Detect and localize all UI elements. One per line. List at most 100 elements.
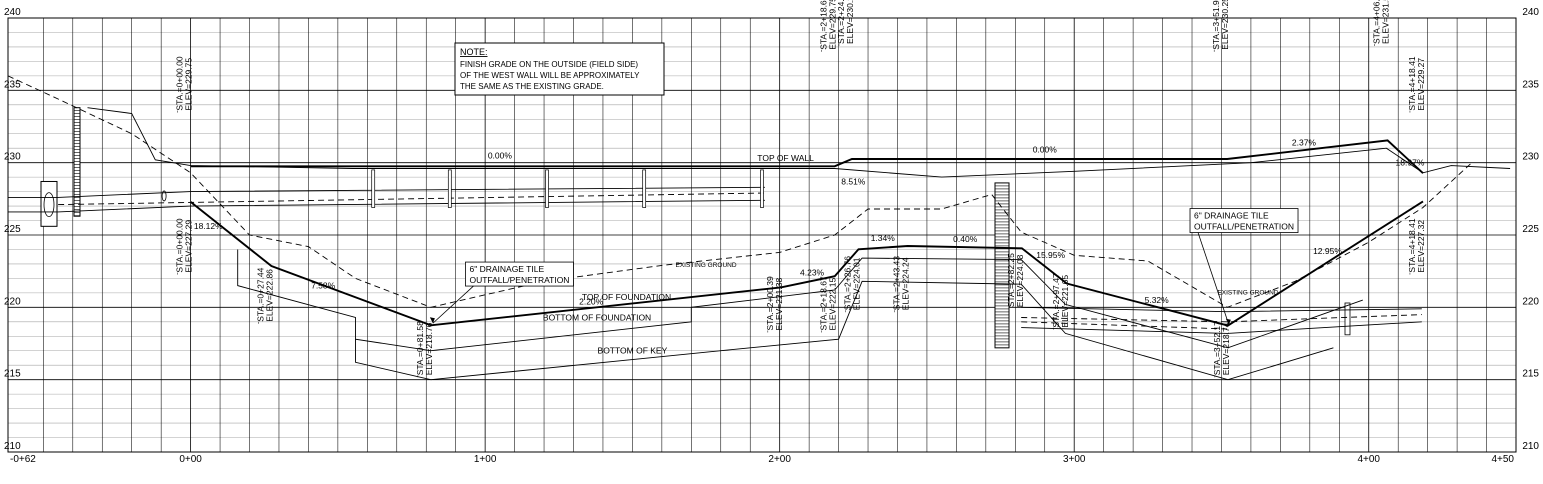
wall-details (8, 107, 1422, 349)
grade-label: 7.58% (311, 281, 336, 291)
headwall (40, 180, 58, 227)
bottom-of-key-line (355, 280, 1334, 381)
y-tick-label-right: 220 (1522, 296, 1539, 307)
note-box: NOTE: FINISH GRADE ON THE OUTSIDE (FIELD… (454, 42, 665, 96)
station-text: STA.=2+82.25 (1006, 253, 1016, 307)
elevation-text: ELEV=222.15 (828, 278, 838, 331)
callout-box (465, 261, 574, 287)
profile-label: TOP OF FOUNDATION (582, 292, 671, 302)
station-text: STA.=2+43.43 (892, 256, 902, 310)
grade-label: 15.95% (1036, 250, 1065, 260)
callout-line: 6" DRAINAGE TILE (469, 264, 544, 274)
grade-label: 18.97% (1396, 158, 1425, 168)
elevation-text: ELEV=224.24 (901, 257, 911, 310)
drain-pipe-top (8, 186, 765, 198)
callout-line: 6" DRAINAGE TILE (1194, 211, 1269, 221)
elevation-text: ELEV=221.38 (774, 278, 784, 331)
y-tick-label-left: 220 (4, 296, 21, 307)
elevation-text: ELEV=224.01 (852, 257, 862, 310)
y-tick-label-left: 230 (4, 152, 21, 163)
drain-pipe-bottom (8, 199, 765, 213)
y-tick-label-right: 210 (1522, 441, 1539, 452)
y-tick-label-right: 225 (1522, 224, 1539, 235)
elevation-text: ELEV=218.76 (424, 322, 434, 375)
grade-label: 0.00% (488, 150, 513, 160)
y-tick-label-left: 240 (4, 7, 21, 18)
callout-line: OUTFALL/PENETRATION (469, 275, 569, 285)
note-line: OF THE WEST WALL WILL BE APPROXIMATELY (460, 71, 640, 80)
callout-leader (1197, 232, 1230, 325)
callout-line: OUTFALL/PENETRATION (1194, 222, 1294, 232)
grade-label: 12.95% (1313, 246, 1342, 256)
grade-label: 0.40% (953, 234, 978, 244)
station-text: STA.=0+81.58 (415, 321, 425, 375)
note-line: FINISH GRADE ON THE OUTSIDE (FIELD SIDE) (460, 60, 638, 69)
station-text: STA.=0+00.00 (175, 218, 185, 272)
elevation-text: ELEV=229.75 (184, 58, 194, 111)
station-text: STA.=2+24.54 (836, 0, 846, 44)
frame (7, 17, 1517, 453)
station-text: STA.=2+18.67 (819, 0, 829, 50)
callout-box (1189, 208, 1299, 233)
note-line: THE SAME AS THE EXISTING GRADE. (460, 82, 604, 91)
elevation-text: ELEV=218.74 (1221, 322, 1231, 375)
station-text: STA.=2+97.47 (1051, 273, 1061, 327)
profile-label: TOP OF WALL (757, 153, 814, 163)
profile-label: BOTTOM OF FOUNDATION (543, 312, 651, 322)
post (447, 169, 452, 208)
elevation-text: ELEV=229.75 (828, 0, 838, 50)
elevation-text: ELEV=230.25 (1220, 0, 1230, 50)
x-tick-label: 1+00 (474, 454, 497, 465)
post (642, 169, 647, 208)
drain-pipe-bottom (1021, 321, 1422, 334)
drain-pipe-center (58, 192, 765, 206)
drain-pipe-top (1021, 306, 1422, 313)
grade-label: 2.37% (1292, 137, 1317, 147)
grid (7, 17, 1517, 453)
y-tick-label-right: 230 (1522, 152, 1539, 163)
post (760, 169, 764, 208)
drain-pipe-center (1021, 314, 1422, 323)
pilaster (994, 182, 1010, 349)
grade-label: 18.12% (194, 221, 223, 231)
grade-label: 8.51% (841, 176, 866, 186)
x-tick-label: 2+00 (768, 454, 791, 465)
elevation-text: ELEV=224.08 (1015, 254, 1025, 307)
y-tick-label-right: 240 (1522, 7, 1539, 18)
y-tick-label-left: 210 (4, 441, 21, 452)
y-tick-label-right: 215 (1522, 369, 1539, 380)
grade-label: 5.32% (1145, 295, 1170, 305)
y-tick-label-right: 235 (1522, 79, 1539, 90)
station-text: STA.=0+27.44 (255, 267, 265, 321)
grade-labels: 0.00%0.00%2.37%18.97%8.51%18.12%7.58%2.2… (194, 137, 1425, 306)
note-heading: NOTE: (460, 47, 488, 57)
station-text: STA.=4+06.41 (1372, 0, 1382, 44)
top-of-foundation-line (190, 200, 1424, 327)
elevation-text: ELEV=230.25 (845, 0, 855, 44)
station-text: STA.=4+18.41 (1407, 218, 1417, 272)
x-tick-label: -0+62 (10, 454, 36, 465)
bottom-of-foundation-line (237, 249, 1363, 352)
elevation-text: ELEV=229.27 (1416, 58, 1426, 111)
profile-lines (7, 75, 1511, 381)
profile-label: BOTTOM OF KEY (598, 346, 668, 356)
callout-leader (432, 285, 474, 324)
x-tick-label: 0+00 (179, 454, 202, 465)
pipe-outlet (1344, 302, 1351, 336)
y-tick-label-left: 215 (4, 369, 21, 380)
